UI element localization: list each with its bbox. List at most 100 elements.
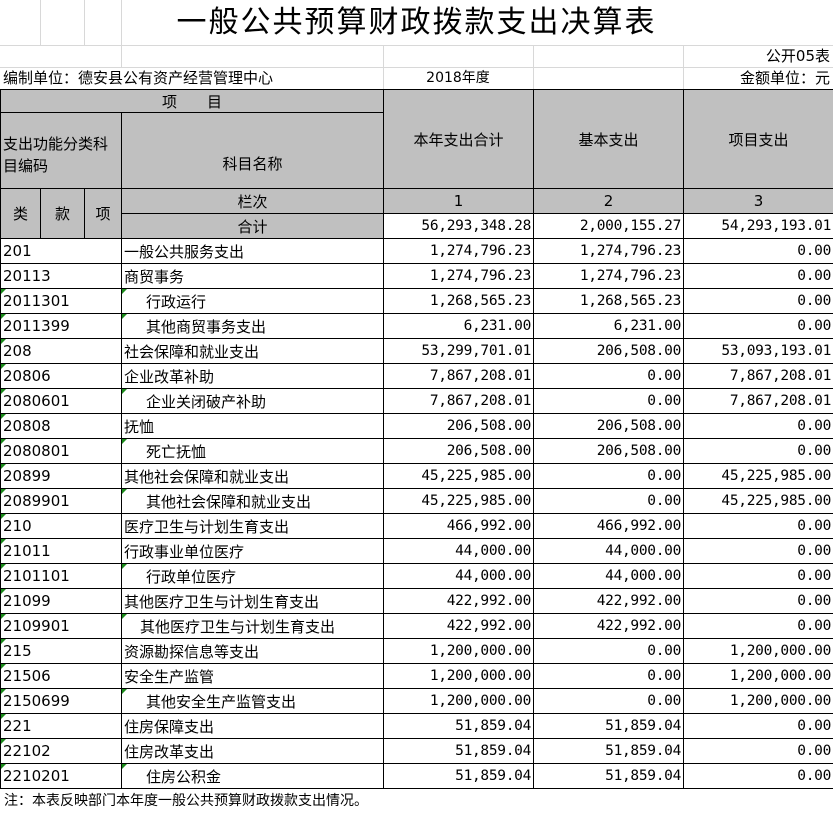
table-row: 208 社会保障和就业支出 53,299,701.01 206,508.00 5… — [0, 338, 833, 364]
row-basic: 51,859.04 — [533, 738, 685, 764]
row-basic: 0.00 — [533, 363, 685, 389]
row-code: 20808 — [0, 413, 122, 439]
expenditure-table: 项 目 本年支出合计 基本支出 项目支出 支出功能分类科目编码 科目名称 类 款… — [0, 89, 833, 789]
row-basic: 0.00 — [533, 688, 685, 714]
row-total: 6,231.00 — [383, 313, 535, 339]
table-row: 20113 商贸事务 1,274,796.23 1,274,796.23 0.0… — [0, 263, 833, 289]
row-name: 行政单位医疗 — [120, 563, 385, 589]
sum-project: 54,293,193.01 — [683, 213, 833, 239]
row-basic: 0.00 — [533, 638, 685, 664]
table-row: 221 住房保障支出 51,859.04 51,859.04 0.00 — [0, 713, 833, 739]
row-basic: 44,000.00 — [533, 563, 685, 589]
form-number: 公开05表 — [765, 47, 830, 65]
row-name: 住房改革支出 — [120, 738, 385, 764]
row-total: 51,859.04 — [383, 738, 535, 764]
row-code: 20113 — [0, 263, 122, 289]
row-name: 行政运行 — [120, 288, 385, 314]
row-name: 企业关闭破产补助 — [120, 388, 385, 414]
row-code: 221 — [0, 713, 122, 739]
row-total: 53,299,701.01 — [383, 338, 535, 364]
row-name: 安全生产监管 — [120, 663, 385, 689]
row-project: 7,867,208.01 — [683, 388, 833, 414]
col-1: 1 — [383, 188, 535, 214]
sum-label: 合计 — [120, 213, 385, 239]
row-project: 0.00 — [683, 538, 833, 564]
table-row: 2011301 行政运行 1,268,565.23 1,268,565.23 0… — [0, 288, 833, 314]
row-basic: 206,508.00 — [533, 338, 685, 364]
row-code: 2011301 — [0, 288, 122, 314]
row-project: 0.00 — [683, 613, 833, 639]
row-basic: 1,274,796.23 — [533, 238, 685, 264]
row-name: 资源勘探信息等支出 — [120, 638, 385, 664]
header-total: 本年支出合计 — [383, 89, 535, 189]
row-basic: 0.00 — [533, 663, 685, 689]
row-project: 53,093,193.01 — [683, 338, 833, 364]
row-basic: 51,859.04 — [533, 763, 685, 789]
table-row: 2109901 其他医疗卫生与计划生育支出 422,992.00 422,992… — [0, 613, 833, 639]
header-kuan: 款 — [40, 188, 85, 239]
row-project: 0.00 — [683, 588, 833, 614]
table-row: 20899 其他社会保障和就业支出 45,225,985.00 0.00 45,… — [0, 463, 833, 489]
row-total: 1,200,000.00 — [383, 638, 535, 664]
row-code: 208 — [0, 338, 122, 364]
row-basic: 51,859.04 — [533, 713, 685, 739]
currency-unit: 金额单位：元 — [739, 69, 830, 87]
row-basic: 1,268,565.23 — [533, 288, 685, 314]
table-row: 2080601 企业关闭破产补助 7,867,208.01 0.00 7,867… — [0, 388, 833, 414]
row-code: 21506 — [0, 663, 122, 689]
row-basic: 206,508.00 — [533, 438, 685, 464]
reporting-unit: 编制单位：德安县公有资产经营管理中心 — [3, 69, 274, 87]
row-name: 其他安全生产监管支出 — [120, 688, 385, 714]
header-col-order: 栏次 — [120, 188, 385, 214]
row-total: 7,867,208.01 — [383, 363, 535, 389]
row-project: 1,200,000.00 — [683, 688, 833, 714]
table-row: 22102 住房改革支出 51,859.04 51,859.04 0.00 — [0, 738, 833, 764]
row-project: 0.00 — [683, 713, 833, 739]
row-code: 2089901 — [0, 488, 122, 514]
row-code: 2080801 — [0, 438, 122, 464]
table-row: 21011 行政事业单位医疗 44,000.00 44,000.00 0.00 — [0, 538, 833, 564]
row-basic: 6,231.00 — [533, 313, 685, 339]
row-name: 其他医疗卫生与计划生育支出 — [120, 613, 385, 639]
table-row: 21099 其他医疗卫生与计划生育支出 422,992.00 422,992.0… — [0, 588, 833, 614]
row-code: 2080601 — [0, 388, 122, 414]
row-project: 0.00 — [683, 238, 833, 264]
row-project: 0.00 — [683, 413, 833, 439]
row-project: 7,867,208.01 — [683, 363, 833, 389]
row-basic: 1,274,796.23 — [533, 263, 685, 289]
row-total: 45,225,985.00 — [383, 488, 535, 514]
table-row: 2011399 其他商贸事务支出 6,231.00 6,231.00 0.00 — [0, 313, 833, 339]
row-name: 企业改革补助 — [120, 363, 385, 389]
row-code: 20806 — [0, 363, 122, 389]
col-3: 3 — [683, 188, 833, 214]
row-code: 21011 — [0, 538, 122, 564]
row-name: 医疗卫生与计划生育支出 — [120, 513, 385, 539]
report-title: 一般公共预算财政拨款支出决算表 — [176, 5, 657, 40]
row-code: 2210201 — [0, 763, 122, 789]
row-basic: 0.00 — [533, 488, 685, 514]
row-code: 21099 — [0, 588, 122, 614]
row-total: 51,859.04 — [383, 763, 535, 789]
header-code: 支出功能分类科目编码 — [0, 112, 122, 189]
table-row: 20806 企业改革补助 7,867,208.01 0.00 7,867,208… — [0, 363, 833, 389]
table-row: 2210201 住房公积金 51,859.04 51,859.04 0.00 — [0, 763, 833, 789]
row-name: 商贸事务 — [120, 263, 385, 289]
row-project: 0.00 — [683, 513, 833, 539]
row-basic: 0.00 — [533, 463, 685, 489]
row-total: 422,992.00 — [383, 613, 535, 639]
row-total: 1,274,796.23 — [383, 263, 535, 289]
row-name: 一般公共服务支出 — [120, 238, 385, 264]
row-name: 社会保障和就业支出 — [120, 338, 385, 364]
row-project: 0.00 — [683, 263, 833, 289]
header-item: 项 目 — [0, 89, 385, 113]
row-basic: 206,508.00 — [533, 413, 685, 439]
header-basic: 基本支出 — [533, 89, 685, 189]
row-code: 2011399 — [0, 313, 122, 339]
row-total: 466,992.00 — [383, 513, 535, 539]
row-name: 死亡抚恤 — [120, 438, 385, 464]
row-total: 1,200,000.00 — [383, 663, 535, 689]
sum-total: 56,293,348.28 — [383, 213, 535, 239]
row-project: 0.00 — [683, 438, 833, 464]
row-total: 206,508.00 — [383, 438, 535, 464]
row-code: 2150699 — [0, 688, 122, 714]
